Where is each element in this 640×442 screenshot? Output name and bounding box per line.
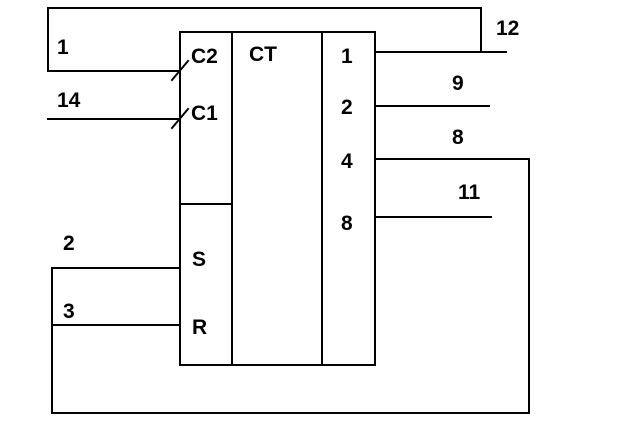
pin-label-c1: 14 xyxy=(57,89,81,112)
counter-chip xyxy=(179,31,376,366)
clock-input-c2-label: C2 xyxy=(191,45,218,68)
chip-outline xyxy=(179,31,376,366)
set-input-label: S xyxy=(192,248,206,271)
wire-output4-to-s xyxy=(51,158,530,414)
wire-output1-to-c2 xyxy=(47,7,482,72)
clock-input-c1-label: C1 xyxy=(191,102,218,125)
output-1-label: 1 xyxy=(341,45,353,68)
c1-edge-mark xyxy=(170,107,190,130)
pin-label-c2: 1 xyxy=(57,36,69,59)
pin-label-r: 3 xyxy=(63,300,75,323)
pin-label-out1: 12 xyxy=(496,17,519,40)
output-2-label: 2 xyxy=(341,96,353,119)
pin-label-out4: 8 xyxy=(452,126,464,149)
reset-input-label: R xyxy=(192,316,207,339)
output-4-label: 4 xyxy=(341,150,353,173)
output-8-label: 8 xyxy=(341,212,353,235)
pin-label-s: 2 xyxy=(63,232,75,255)
pin-label-out2: 9 xyxy=(452,72,464,95)
chip-type-label: CT xyxy=(249,43,277,66)
pin-label-out8: 11 xyxy=(458,181,481,204)
c2-edge-mark xyxy=(170,59,190,82)
